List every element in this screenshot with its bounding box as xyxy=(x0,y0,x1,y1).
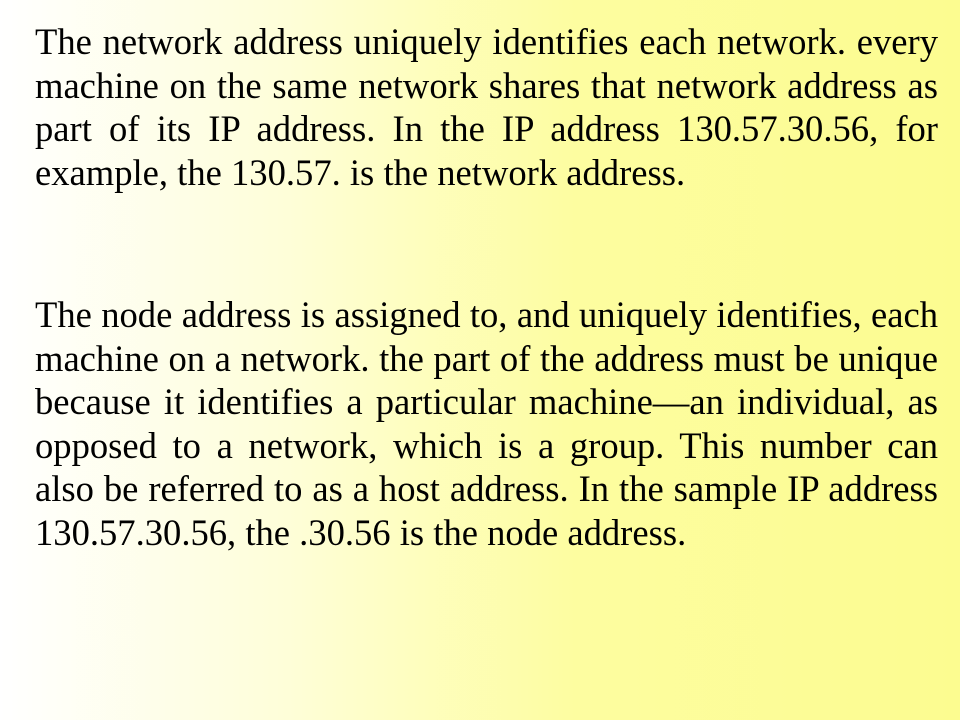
network-address-paragraph: The network address uniquely identifies … xyxy=(35,21,938,193)
node-address-paragraph: The node address is assigned to, and uni… xyxy=(35,294,938,553)
